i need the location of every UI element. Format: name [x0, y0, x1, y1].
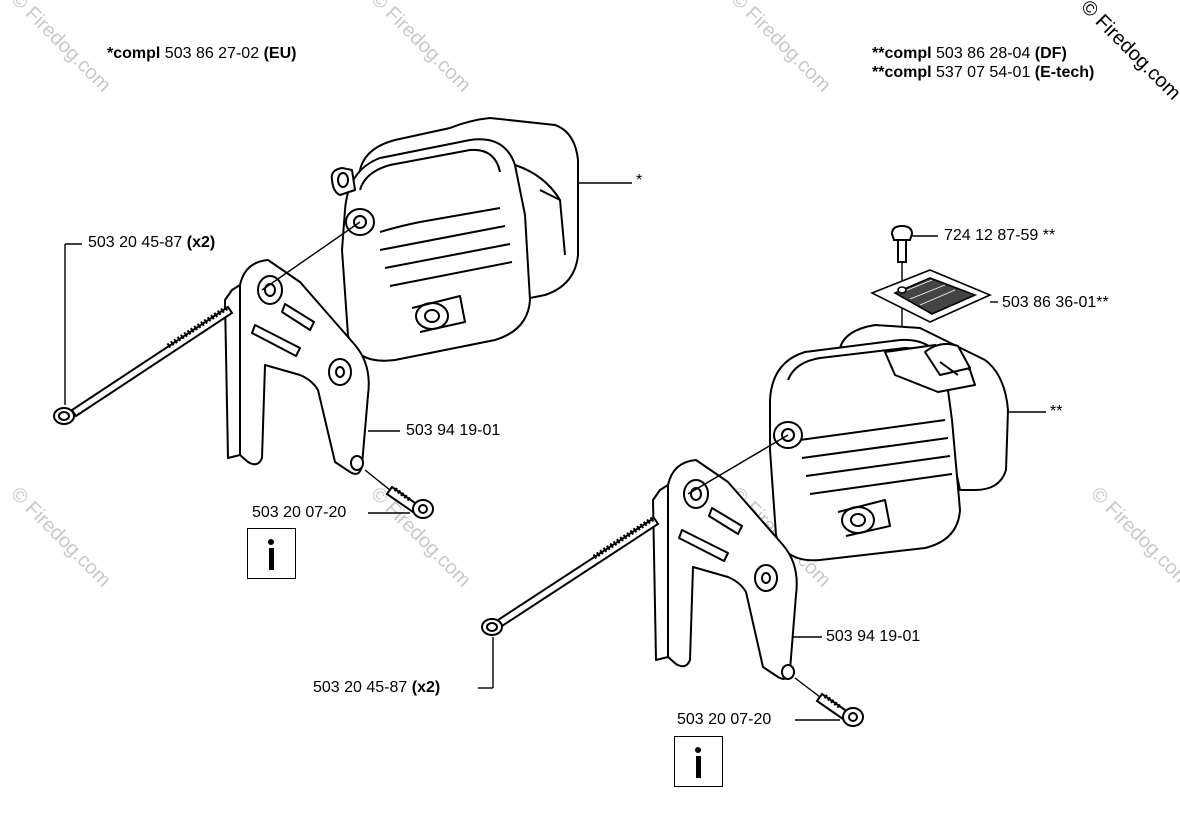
left-screw	[364, 469, 434, 519]
left-long-bolt	[53, 304, 234, 425]
header-right-prefix: **compl	[872, 64, 932, 81]
left-screw-label: 503 20 07-20	[252, 504, 347, 521]
right-small-screw	[890, 224, 938, 263]
left-leaders	[64, 182, 632, 514]
right-bolt-number: 503 20 45-87	[313, 679, 408, 696]
watermark-text: © Firedog.com	[366, 0, 475, 96]
header-right-suffix: (DF)	[1034, 45, 1067, 62]
left-axis-line	[261, 221, 361, 291]
left-bracket-label: 503 94 19-01	[406, 422, 501, 439]
header-left-number: 503 86 27-02	[164, 45, 260, 62]
right-screw-label: 503 20 07-20	[677, 711, 772, 728]
info-icon-dot	[268, 539, 274, 545]
header-right-prefix: **compl	[872, 45, 932, 62]
header-right-number: 503 86 28-04	[936, 45, 1031, 62]
header-right-line-1: **compl 503 86 28-04 (DF)	[872, 45, 1067, 63]
header-left-prefix: *compl	[107, 45, 161, 62]
right-screen-label: 503 86 36-01**	[1002, 294, 1109, 311]
header-right-number: 537 07 54-01	[936, 64, 1031, 81]
right-small-screw-label: 724 12 87-59 **	[944, 227, 1056, 244]
watermark-text: © Firedog.com	[1086, 483, 1180, 592]
right-bolt-long-label: 503 20 45-87 (x2)	[313, 679, 440, 697]
watermark-text: © Firedog.com	[6, 0, 115, 96]
watermark-text: © Firedog.com	[6, 483, 115, 592]
left-info-icon	[247, 528, 296, 579]
right-muffler	[769, 324, 1009, 562]
header-right-suffix: (E-tech)	[1034, 64, 1095, 81]
info-icon-dot	[695, 747, 701, 753]
right-long-bolt	[481, 515, 660, 636]
right-leaders	[478, 411, 1046, 721]
header-left: *compl 503 86 27-02 (EU)	[107, 45, 296, 63]
right-muffler-mark: **	[1050, 403, 1063, 420]
watermark-corner-text: © Firedog.com	[1076, 0, 1180, 104]
right-screw	[794, 677, 864, 727]
header-left-suffix: (EU)	[263, 45, 297, 62]
info-icon-bar	[696, 756, 701, 778]
right-bracket-label: 503 94 19-01	[826, 628, 921, 645]
right-spark-screen	[870, 269, 998, 323]
left-muffler	[330, 117, 579, 362]
header-right-line-2: **compl 537 07 54-01 (E-tech)	[872, 64, 1094, 82]
right-bracket	[652, 459, 798, 680]
left-bracket	[224, 259, 370, 475]
left-muffler-mark: *	[636, 172, 643, 189]
left-bolt-qty: (x2)	[186, 234, 216, 251]
left-bolt-number: 503 20 45-87	[88, 234, 183, 251]
right-axis-line	[687, 434, 789, 495]
info-icon-bar	[269, 548, 274, 570]
left-bolt-long-label: 503 20 45-87 (x2)	[88, 234, 215, 252]
right-bolt-qty: (x2)	[411, 679, 441, 696]
watermark-text: © Firedog.com	[726, 0, 835, 96]
right-info-icon	[674, 736, 723, 787]
